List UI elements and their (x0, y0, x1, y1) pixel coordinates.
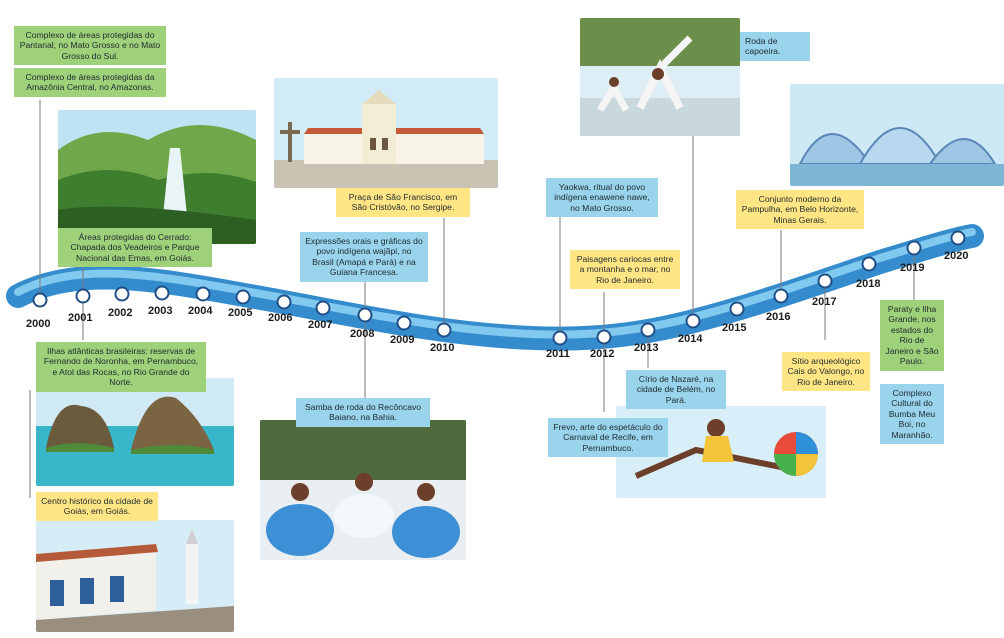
timeline-node-2001 (75, 288, 91, 304)
timeline-node-2016 (773, 288, 789, 304)
timeline-node-2019 (906, 240, 922, 256)
event-valongo: Sítio arqueológico Cais do Valongo, no R… (782, 352, 870, 392)
timeline-node-2009 (396, 315, 412, 331)
year-label-2014: 2014 (678, 333, 703, 345)
event-paisagem: Paisagens cariocas entre a montanha e o … (570, 250, 680, 290)
event-capoeira: Roda de capoeira. (740, 32, 810, 61)
praca-sao-francisco-image (274, 78, 498, 188)
event-frevo: Frevo, arte do espetáculo do Carnaval de… (548, 418, 668, 458)
year-label-2016: 2016 (766, 311, 791, 323)
cerrado-waterfall-image (58, 110, 256, 244)
event-pantanal: Complexo de áreas protegidas do Pantanal… (14, 26, 166, 66)
year-label-2005: 2005 (228, 307, 253, 319)
event-praca: Praça de São Francisco, em São Cristóvão… (336, 188, 470, 217)
event-cerrado: Áreas protegidas do Cerrado: Chapada dos… (58, 228, 212, 268)
event-paraty: Paraty e Ilha Grande, nos estados do Rio… (880, 300, 944, 371)
year-label-2001: 2001 (68, 312, 93, 324)
year-label-2008: 2008 (350, 328, 375, 340)
capoeira-image (580, 18, 740, 136)
event-pampulha: Conjunto moderno da Pampulha, em Belo Ho… (736, 190, 864, 230)
timeline-node-2011 (552, 330, 568, 346)
year-label-2002: 2002 (108, 307, 133, 319)
timeline-node-2018 (861, 256, 877, 272)
year-label-2003: 2003 (148, 305, 173, 317)
goias-street-image (36, 520, 234, 632)
timeline-node-2012 (596, 329, 612, 345)
year-label-2000: 2000 (26, 318, 51, 330)
timeline-node-2007 (315, 300, 331, 316)
timeline-node-2006 (276, 294, 292, 310)
timeline-node-2013 (640, 322, 656, 338)
timeline-node-2015 (729, 301, 745, 317)
year-label-2010: 2010 (430, 342, 455, 354)
timeline-node-2000 (32, 292, 48, 308)
event-ilhas: Ilhas atlânticas brasileiras: reservas d… (36, 342, 206, 392)
timeline-node-2014 (685, 313, 701, 329)
event-goias: Centro histórico da cidade de Goiás, em … (36, 492, 158, 521)
event-bumba: Complexo Cultural do Bumba Meu Boi, no M… (880, 384, 944, 445)
year-label-2011: 2011 (546, 348, 570, 360)
timeline-node-2010 (436, 322, 452, 338)
timeline-node-2008 (357, 307, 373, 323)
samba-de-roda-image (260, 420, 466, 560)
event-yaokwa: Yaokwa, ritual do povo indígena enawene … (546, 178, 658, 218)
timeline-node-2005 (235, 289, 251, 305)
year-label-2013: 2013 (634, 342, 659, 354)
year-label-2012: 2012 (590, 348, 615, 360)
year-label-2019: 2019 (900, 262, 925, 274)
year-label-2006: 2006 (268, 312, 293, 324)
timeline-node-2003 (154, 285, 170, 301)
year-label-2020: 2020 (944, 250, 969, 262)
pampulha-image (790, 84, 1004, 186)
timeline-node-2020 (950, 230, 966, 246)
year-label-2009: 2009 (390, 334, 415, 346)
timeline-node-2004 (195, 286, 211, 302)
event-cirio: Círio de Nazaré, na cidade de Belém, no … (626, 370, 726, 410)
ilhas-islands-image (36, 378, 234, 486)
year-label-2017: 2017 (812, 296, 837, 308)
timeline-node-2017 (817, 273, 833, 289)
year-label-2015: 2015 (722, 322, 747, 334)
event-amazonia: Complexo de áreas protegidas da Amazônia… (14, 68, 166, 97)
event-samba: Samba de roda do Recôncavo Baiano, na Ba… (296, 398, 430, 427)
year-label-2007: 2007 (308, 319, 333, 331)
year-label-2004: 2004 (188, 305, 213, 317)
timeline-node-2002 (114, 286, 130, 302)
year-label-2018: 2018 (856, 278, 881, 290)
event-wajapi: Expressões orais e gráficas do povo indí… (300, 232, 428, 282)
